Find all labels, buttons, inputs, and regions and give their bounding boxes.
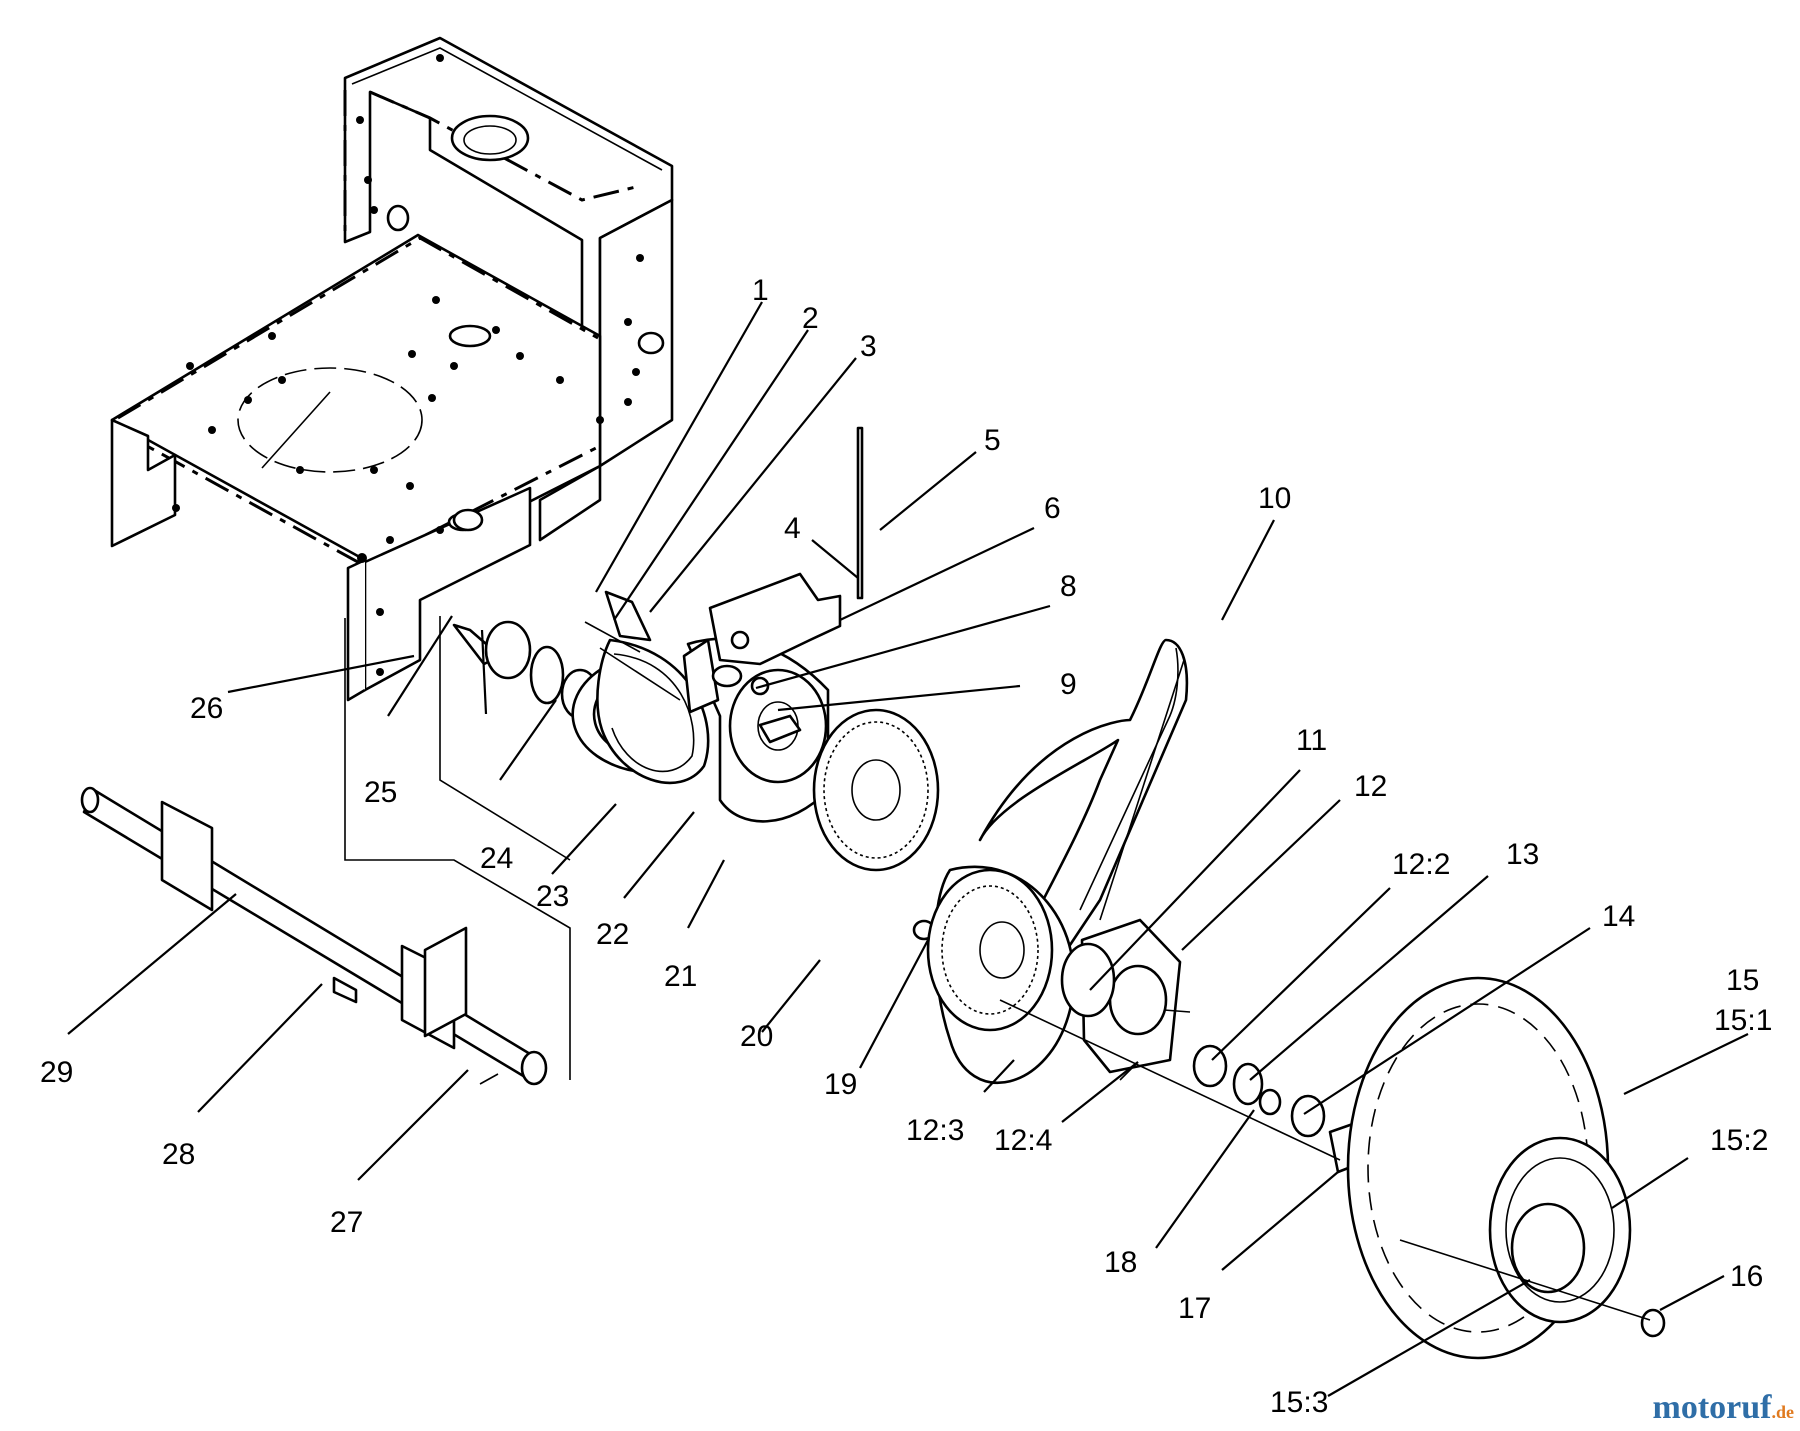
watermark-logo: motoruf.de xyxy=(1653,1389,1794,1427)
callout-22: 22 xyxy=(596,918,629,951)
callout-26: 26 xyxy=(190,692,223,725)
callout-15-2: 15:2 xyxy=(1710,1124,1768,1157)
callout-20: 20 xyxy=(740,1020,773,1053)
callout-12-4: 12:4 xyxy=(994,1124,1052,1157)
watermark-text-b: .de xyxy=(1771,1402,1795,1422)
callout-19: 19 xyxy=(824,1068,857,1101)
frame-housing xyxy=(110,36,674,1080)
callout-21: 21 xyxy=(664,960,697,993)
callout-17: 17 xyxy=(1178,1292,1211,1325)
callout-15-3: 15:3 xyxy=(1270,1386,1328,1419)
axle-assembly xyxy=(80,786,548,1086)
hub-and-wheel xyxy=(999,918,1666,1360)
callout-23: 23 xyxy=(536,880,569,913)
callout-12: 12 xyxy=(1354,770,1387,803)
callout-4: 4 xyxy=(784,512,801,545)
callout-25: 25 xyxy=(364,776,397,809)
callout-18: 18 xyxy=(1104,1246,1137,1279)
callout-6: 6 xyxy=(1044,492,1061,525)
callout-27: 27 xyxy=(330,1206,363,1239)
callout-12-3: 12:3 xyxy=(906,1114,964,1147)
callout-13: 13 xyxy=(1506,838,1539,871)
callout-14: 14 xyxy=(1602,900,1635,933)
callout-29: 29 xyxy=(40,1056,73,1089)
callout-1: 1 xyxy=(752,274,769,307)
callout-24: 24 xyxy=(480,842,513,875)
callout-10: 10 xyxy=(1258,482,1291,515)
callout-8: 8 xyxy=(1060,570,1077,603)
brake-band-parts xyxy=(584,426,864,785)
callout-9: 9 xyxy=(1060,668,1077,701)
callout-5: 5 xyxy=(984,424,1001,457)
drive-belt xyxy=(926,638,1189,1085)
callout-16: 16 xyxy=(1730,1260,1763,1293)
leader-lines xyxy=(67,301,1749,1397)
watermark-text-a: motoruf xyxy=(1652,1389,1772,1426)
callout-12-2: 12:2 xyxy=(1392,848,1450,881)
callout-3: 3 xyxy=(860,330,877,363)
callout-15-1: 15:1 xyxy=(1714,1004,1772,1037)
callout-28: 28 xyxy=(162,1138,195,1171)
callout-labels: 1 2 3 4 5 6 8 9 10 11 12 12:2 13 14 15 1… xyxy=(40,274,1772,1419)
callout-11: 11 xyxy=(1296,724,1327,757)
callout-15: 15 xyxy=(1726,964,1759,997)
callout-2: 2 xyxy=(802,302,819,335)
